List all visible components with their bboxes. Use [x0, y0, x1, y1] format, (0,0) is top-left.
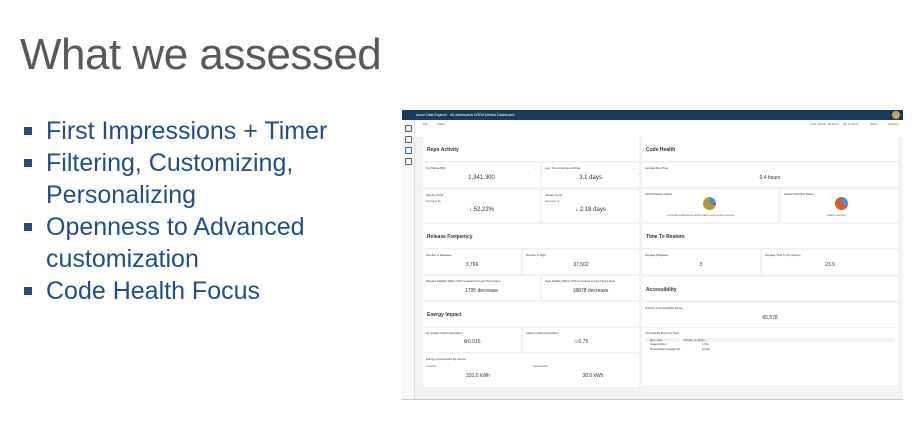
section-code-health: Code Health — [642, 137, 898, 161]
arrow-down-icon: ↓ — [575, 207, 579, 213]
card-merge-prs: # of Merge PRs⋯1,341,300 — [423, 163, 540, 187]
dashboard-screenshot: Azure Data Explorer All dashboards DORA … — [402, 110, 903, 400]
card-release-stability: Release Stability Within 10% Compared to… — [423, 276, 540, 300]
arrow-down-icon: ↓ — [468, 207, 472, 213]
avatar[interactable] — [892, 111, 900, 119]
square-bullet-icon — [24, 223, 32, 231]
pie-chart — [703, 197, 716, 210]
card-air-quality: Air Quality Carbon Equivalent⚙0.015 — [423, 328, 521, 352]
square-bullet-icon — [24, 159, 32, 167]
section-release-frequency: Release Frequency — [423, 224, 639, 248]
card-energy-source: Energy Consumption By Source Gasoline Hy… — [423, 354, 639, 387]
bullet-item: Code Health Focus — [22, 275, 362, 307]
toolbar: File Share Auto refresh Refresh Go to la… — [415, 120, 903, 137]
left-rail — [402, 120, 415, 399]
pie-chart — [835, 197, 848, 210]
query-icon[interactable] — [405, 136, 412, 143]
bullet-list: First Impressions + Timer Filtering, Cus… — [22, 115, 362, 307]
card-workflow-status: GitHub Workflow Status ●failure ●success — [781, 189, 898, 222]
data-icon[interactable] — [405, 158, 412, 165]
card-tags-stability: Tags Stability Within 10% Compared to La… — [542, 276, 639, 300]
factory-icon: ⚙ — [463, 339, 468, 345]
card-time-to-fix: Average Time To Fix (Hours)23.9 — [762, 250, 898, 274]
card-accessibility-errors-table: Accessibility Errors by Type Error_Type … — [642, 328, 898, 385]
card-pipeline-status: CI/CD Pipeline Status ●cancelled ●abando… — [642, 189, 778, 222]
laptop-icon: ▭ — [573, 339, 579, 345]
card-menu-icon[interactable]: ⋯ — [633, 166, 636, 170]
square-bullet-icon — [24, 287, 32, 295]
home-icon[interactable] — [405, 125, 412, 132]
bullet-item: Openness to Advanced customization — [22, 211, 362, 275]
card-laptop-carbon: Laptop Carbon Equivalent▭0.75 — [523, 328, 639, 352]
card-time-to-merge: Avg. Time to Merge 1st Pass⋯3.1 days — [542, 163, 639, 187]
section-energy-impact: Energy Impact — [423, 302, 639, 326]
bullet-item: First Impressions + Timer — [22, 115, 362, 147]
section-time-to-restore: Time To Restore — [642, 224, 898, 248]
section-accessibility: Accessibility — [642, 277, 898, 300]
dashboard-icon[interactable] — [405, 147, 412, 154]
top-bar: Azure Data Explorer All dashboards DORA … — [402, 110, 903, 120]
square-bullet-icon — [24, 127, 32, 135]
bullet-item: Filtering, Customizing, Personalizing — [22, 147, 362, 211]
slide-title: What we assessed — [20, 30, 382, 79]
card-menu-icon[interactable]: ⋯ — [534, 166, 537, 170]
section-repo-activity: Repo Activity — [423, 137, 639, 161]
